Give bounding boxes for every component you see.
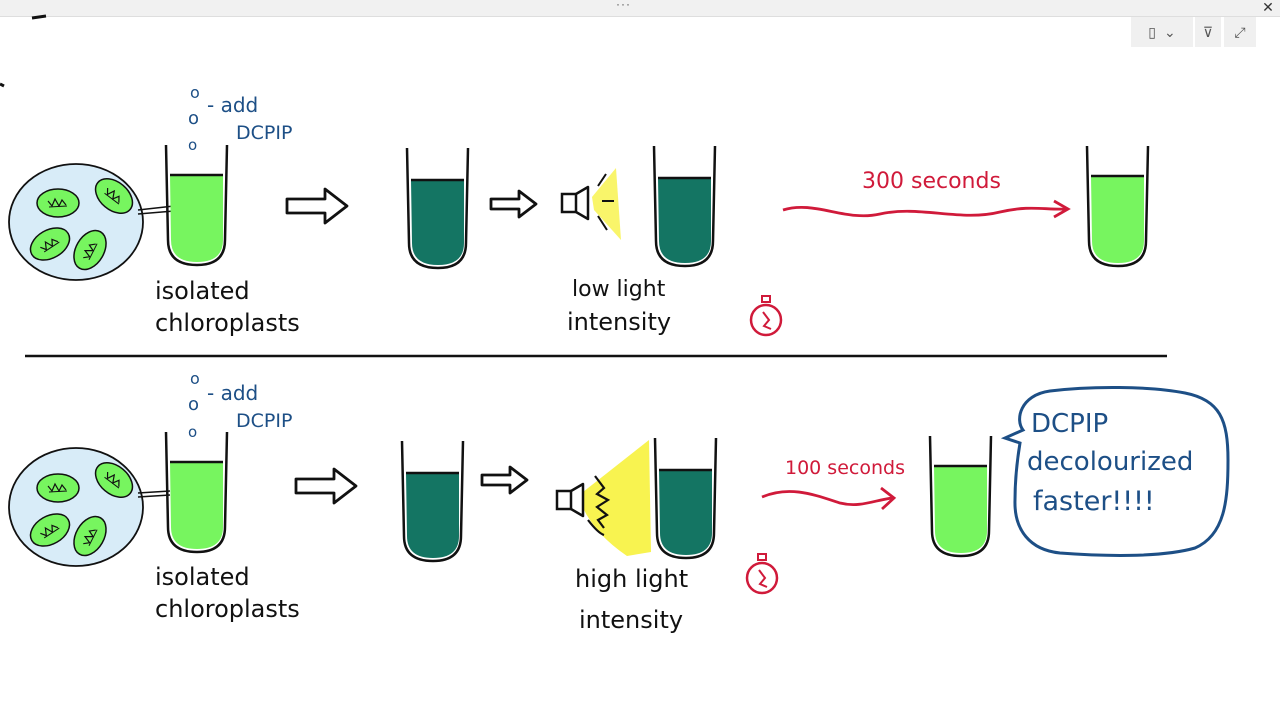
arrow [480,465,529,495]
expand-button[interactable]: ⤢ [1224,17,1256,47]
beaker-high-light [653,436,718,560]
filter-icon: ⊽ [1202,23,1214,40]
light-label-2: intensity [567,308,671,336]
layout-dropdown-button[interactable]: ▯ ⌄ [1131,17,1193,47]
layout-icon: ▯ [1148,23,1156,40]
chevron-down-icon: ⌄ [1163,23,1176,40]
isolated-label: isolated [155,563,250,591]
light-label-1: low light [572,277,666,302]
stray-mark [0,82,5,88]
dcpip-drop: o [188,394,199,415]
row1-dcpip-drops: o o o - add DCPIP [188,83,292,154]
beaker-start [164,430,229,554]
isolated-label: isolated [155,277,250,305]
beaker-start [164,143,229,267]
add-label: - add [207,381,258,405]
beaker-dcpip-added [400,439,465,563]
arrow [285,187,349,225]
callout-bubble [1000,385,1230,557]
row2-dcpip-drops: o o o - add DCPIP [188,369,292,441]
chloroplast [36,188,80,218]
stray-mark [31,14,47,20]
dcpip-drop: o [190,83,200,102]
dcpip-label: DCPIP [236,410,292,432]
stopwatch-icon [745,552,779,595]
dcpip-drop: o [188,423,197,441]
dcpip-label: DCPIP [236,122,292,144]
dcpip-drop: o [190,369,200,388]
filter-button[interactable]: ⊽ [1195,17,1221,47]
close-icon[interactable]: ✕ [1262,0,1274,15]
stopwatch-icon [749,294,783,337]
callout-line-1: DCPIP [1031,409,1108,439]
time-arrow [761,490,893,507]
time-label: 300 seconds [862,169,1001,194]
row2-cell [8,447,171,567]
beaker-dcpip-added [405,146,470,270]
callout-line-2: decolourized [1027,447,1193,477]
lamp-icon [555,482,585,518]
time-arrow [782,205,1067,218]
callout-line-3: faster!!!! [1033,486,1155,517]
arrow [294,467,358,505]
expand-icon: ⤢ [1234,23,1246,40]
light-beam-high [583,440,651,556]
row1-cell [8,163,175,281]
dcpip-drop: o [188,108,199,129]
time-label: 100 seconds [785,457,905,479]
dcpip-drop: o [188,136,197,154]
add-label: - add [207,93,258,117]
chloroplasts-label: chloroplasts [155,595,300,623]
lamp-icon [560,185,590,221]
light-beam-low [592,168,621,240]
beaker-end [928,434,993,558]
drag-handle[interactable]: ··· [616,0,631,11]
arrow [489,189,538,219]
light-label-1: high light [575,565,688,593]
chloroplast [36,473,80,503]
beaker-end [1085,144,1150,268]
beaker-low-light [652,144,717,268]
window-titlebar: ··· ✕ [0,0,1280,17]
light-label-2: intensity [579,606,683,634]
chloroplasts-label: chloroplasts [155,309,300,337]
